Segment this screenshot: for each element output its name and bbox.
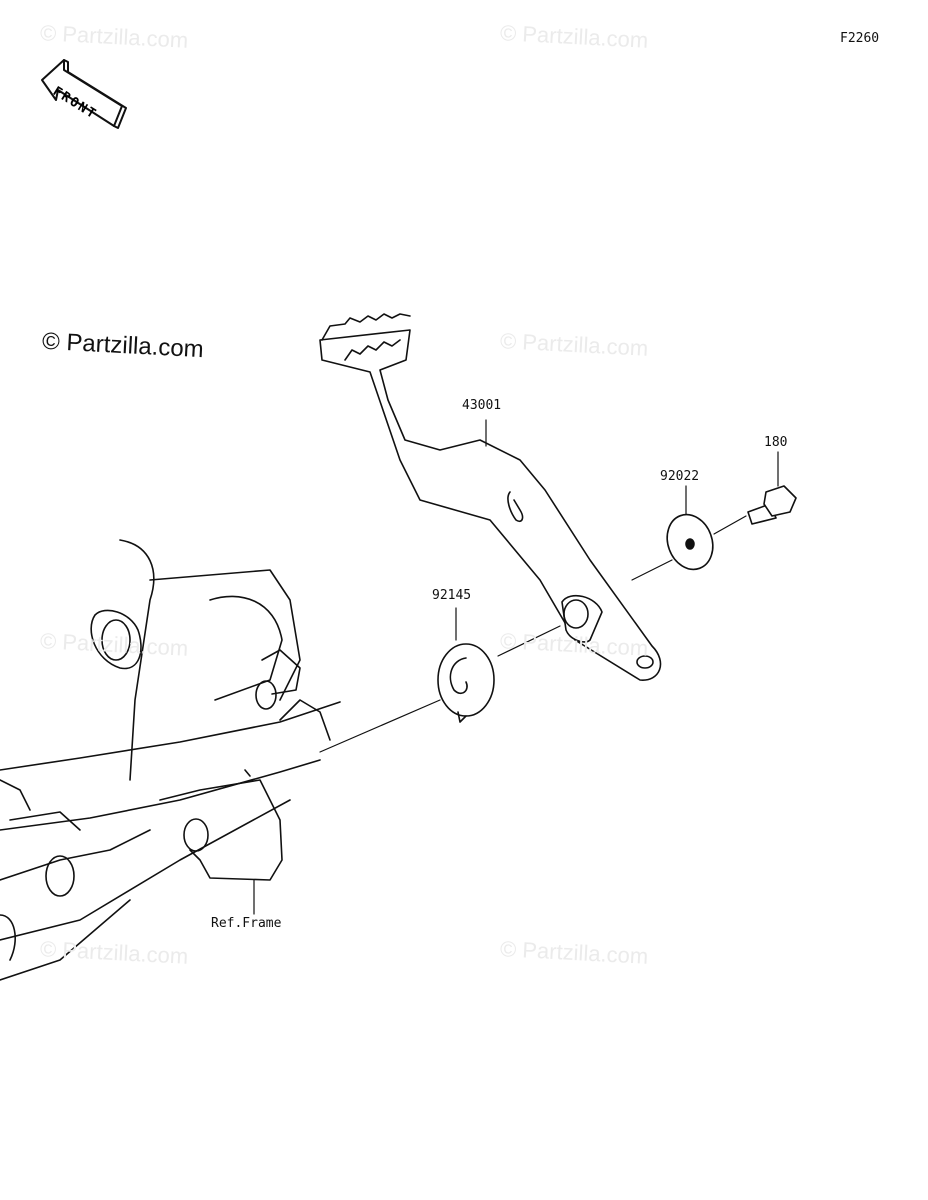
part-number-label: 43001 (462, 398, 502, 413)
figure-code: F2260 (840, 31, 880, 46)
part-number-label: 92145 (432, 588, 472, 603)
frame-outline (0, 539, 341, 981)
return-spring (437, 643, 495, 723)
bolt (747, 485, 797, 525)
brake-pedal (319, 313, 662, 681)
washer (666, 513, 714, 571)
part-number-label: 180 (764, 435, 788, 450)
part-number-label: 92022 (660, 469, 700, 484)
front-arrow-icon (41, 59, 127, 129)
ref-frame-label: Ref.Frame (211, 916, 282, 931)
leader-lines (253, 419, 779, 915)
